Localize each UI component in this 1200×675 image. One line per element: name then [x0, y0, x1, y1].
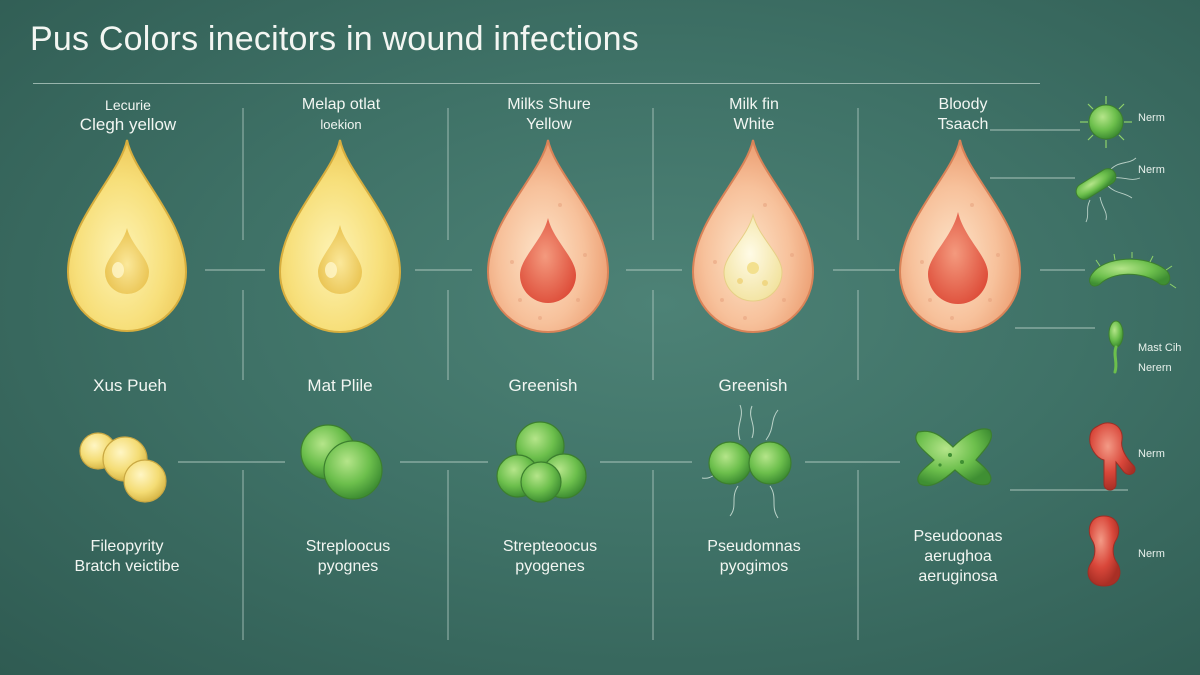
column-1-top-label: Lecurie Clegh yellow	[79, 97, 177, 134]
spiky-germ-icon	[915, 428, 992, 487]
red-germ-icon	[1089, 422, 1136, 491]
side-label: Nerm	[1138, 112, 1165, 124]
pus-drop-icon	[278, 139, 402, 333]
column-5-organism-label: Pseudoonas aerughoa aeruginosa	[913, 528, 1003, 585]
column-4-organism-label: Pseudomnas pyogimos	[707, 538, 801, 575]
column-dividers	[242, 108, 859, 640]
column-2-top-label: Melap otlat loekion	[301, 96, 381, 132]
column-3-organism-label: Strepteoocus pyogenes	[502, 538, 598, 575]
rod-bacterium-icon	[1108, 320, 1124, 374]
connector-lines	[178, 129, 1128, 491]
side-label: Nerm	[1138, 548, 1165, 560]
bacteria-cluster-icon	[79, 432, 167, 503]
pus-drop-icon	[898, 139, 1022, 333]
column-4-mid-label: Greenish	[718, 376, 788, 395]
side-label: Nerm	[1138, 448, 1165, 460]
rod-bacterium-icon	[1089, 252, 1177, 289]
bacteria-cluster-icon	[300, 424, 383, 500]
side-label: Nerern	[1138, 362, 1172, 374]
bacteria-cluster-icon	[701, 404, 792, 519]
column-1-mid-label: Xus Pueh	[93, 376, 167, 395]
bacteria-cluster-icon	[496, 421, 587, 503]
pus-drop-icon	[486, 139, 610, 333]
title-divider	[33, 83, 1040, 84]
column-3-top-label: Milks Shure Yellow	[507, 96, 591, 133]
column-2-organism-label: Streploocus pyognes	[305, 538, 391, 575]
pus-drop-icon	[66, 139, 188, 332]
column-2-mid-label: Mat Plile	[307, 376, 373, 395]
pus-drop-icon	[691, 139, 815, 333]
column-1-organism-label: Fileopyrity Bratch veictibe	[74, 538, 180, 575]
spiky-germ-icon	[1080, 96, 1132, 148]
side-label: Nerm	[1138, 164, 1165, 176]
red-germ-icon	[1087, 515, 1121, 587]
column-5-top-label: Bloody Tsaach	[937, 96, 989, 133]
page-title: Pus Colors inecitors in wound infections	[30, 20, 639, 58]
side-label: Mast Cih	[1138, 342, 1182, 354]
column-4-top-label: Milk fin White	[729, 96, 779, 133]
rod-bacterium-icon	[1075, 157, 1141, 223]
column-3-mid-label: Greenish	[508, 376, 578, 395]
